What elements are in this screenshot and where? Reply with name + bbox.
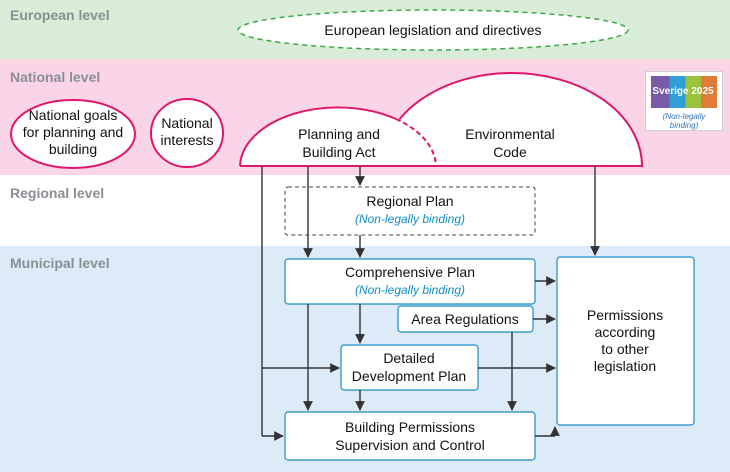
- regional-plan-note: (Non-legally binding): [355, 212, 465, 226]
- national-interests-line-1: National: [161, 115, 212, 131]
- area-regulations-node: Area Regulations: [397, 305, 534, 333]
- detailed-plan-line-2: Development Plan: [352, 368, 466, 384]
- sverige-2025-logo-title: Sverige 2025: [652, 86, 714, 97]
- building-permissions-line-2: Supervision and Control: [335, 437, 484, 453]
- connectors: [261, 166, 600, 441]
- permissions-other-line-4: legislation: [594, 358, 656, 374]
- sverige-2025-logo-note: (Non-legally binding): [662, 112, 706, 130]
- national-goals-line-1: National goals: [29, 107, 118, 123]
- national-goals-line-3: building: [49, 141, 97, 157]
- national-goals-node: National goals for planning and building: [10, 99, 136, 169]
- national-goals-line-2: for planning and: [23, 124, 123, 140]
- regional-plan-title: Regional Plan: [366, 193, 453, 209]
- national-interests-node: National interests: [150, 98, 224, 168]
- planning-building-act-line-2: Building Act: [302, 144, 375, 160]
- permissions-other-line-2: according: [595, 324, 656, 340]
- building-permissions-node: Building Permissions Supervision and Con…: [284, 411, 536, 461]
- comprehensive-plan-node: Comprehensive Plan (Non-legally binding): [284, 258, 536, 305]
- sverige-2025-logo: Sverige 2025 (Non-legally binding): [645, 71, 723, 131]
- building-permissions-line-1: Building Permissions: [345, 419, 475, 435]
- area-regulations-text: Area Regulations: [411, 311, 518, 327]
- planning-building-act-line-1: Planning and: [298, 126, 380, 142]
- regional-plan-node: Regional Plan (Non-legally binding): [284, 186, 536, 236]
- comprehensive-plan-note: (Non-legally binding): [355, 283, 465, 297]
- comprehensive-plan-title: Comprehensive Plan: [345, 264, 475, 280]
- municipal-level-label: Municipal level: [10, 255, 110, 271]
- european-legislation-node: European legislation and directives: [237, 9, 629, 51]
- regional-level-label: Regional level: [10, 185, 105, 201]
- detailed-development-plan-node: Detailed Development Plan: [340, 344, 479, 391]
- national-level-label: National level: [10, 69, 101, 85]
- european-level-label: European level: [10, 7, 110, 23]
- planning-building-act-node: Planning and Building Act: [239, 106, 437, 167]
- permissions-other-line-1: Permissions: [587, 307, 663, 323]
- european-legislation-text: European legislation and directives: [324, 22, 541, 38]
- environmental-code-line-1: Environmental: [465, 126, 555, 142]
- sverige-2025-logo-art: [651, 76, 717, 108]
- national-interests-line-2: interests: [161, 132, 214, 148]
- detailed-plan-line-1: Detailed: [383, 350, 434, 366]
- environmental-code-line-2: Code: [493, 144, 527, 160]
- permissions-other-legislation-node: Permissions according to other legislati…: [556, 256, 695, 426]
- permissions-other-line-3: to other: [601, 341, 649, 357]
